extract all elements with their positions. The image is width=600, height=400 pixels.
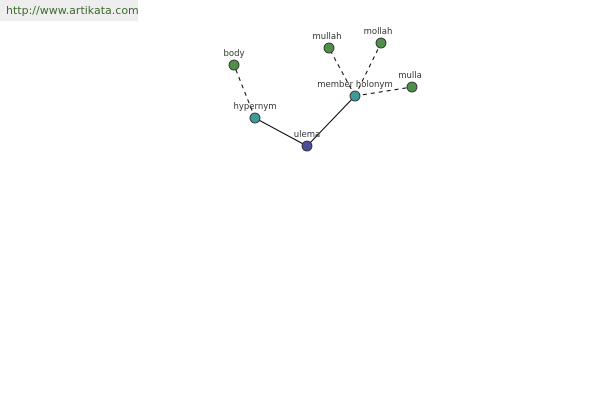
node-mulla[interactable]: mulla (398, 71, 422, 93)
node-dot-mulla[interactable] (406, 81, 418, 93)
node-body[interactable]: body (223, 49, 245, 71)
edge-member-holonym-to-mullah (328, 47, 356, 97)
edge-ulema-to-member-holonym (306, 95, 356, 147)
node-dot-mullah[interactable] (323, 42, 335, 54)
edge-ulema-to-hypernym (254, 117, 308, 147)
node-label-mullah: mullah (313, 32, 342, 42)
site-url-link[interactable]: http://www.artikata.com (0, 0, 139, 21)
node-mullah[interactable]: mullah (313, 32, 342, 54)
node-label-mollah: mollah (364, 27, 393, 37)
node-dot-mollah[interactable] (375, 37, 387, 49)
node-hypernym[interactable]: hypernym (233, 102, 277, 124)
node-label-body: body (223, 49, 244, 59)
edge-hypernym-to-body (233, 64, 256, 119)
node-label-ulema: ulema (294, 130, 320, 140)
nodes-layer: ulema hypernym member holonym body mullah mol… (223, 27, 422, 152)
node-label-hypernym: hypernym (233, 102, 276, 112)
node-label-member-holonym: member holonym (317, 80, 392, 90)
node-dot-member-holonym[interactable] (349, 90, 361, 102)
node-mollah[interactable]: mollah (364, 27, 393, 49)
node-label-mulla: mulla (398, 71, 422, 81)
node-dot-ulema[interactable] (301, 140, 313, 152)
edge-member-holonym-to-mulla (354, 86, 413, 97)
edges-layer (233, 42, 413, 147)
node-ulema[interactable]: ulema (294, 130, 320, 152)
node-dot-hypernym[interactable] (249, 112, 261, 124)
node-member-holonym[interactable]: member holonym (317, 80, 393, 102)
edge-member-holonym-to-mollah (354, 42, 382, 97)
node-dot-body[interactable] (228, 59, 240, 71)
